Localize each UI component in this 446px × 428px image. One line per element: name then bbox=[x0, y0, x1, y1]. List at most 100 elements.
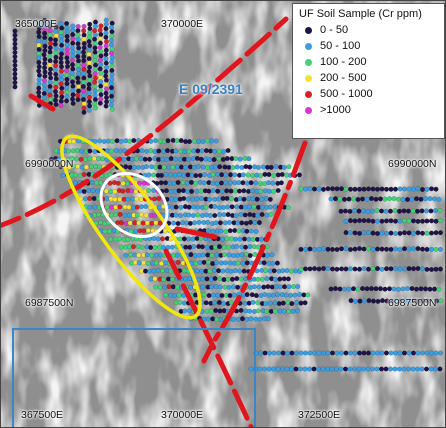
sample-point bbox=[109, 29, 115, 35]
sample-point bbox=[255, 308, 261, 314]
sample-point bbox=[241, 196, 247, 202]
legend-dot bbox=[305, 42, 312, 50]
sample-point bbox=[87, 94, 93, 100]
sample-point bbox=[36, 38, 42, 44]
sample-point bbox=[157, 252, 163, 258]
sample-point bbox=[176, 171, 182, 177]
sample-point bbox=[247, 244, 253, 250]
sample-point bbox=[205, 316, 211, 322]
sample-point bbox=[97, 27, 103, 33]
sample-point bbox=[375, 246, 381, 252]
sample-point bbox=[348, 350, 354, 356]
sample-point bbox=[433, 186, 439, 192]
sample-point bbox=[423, 196, 429, 202]
sample-point bbox=[236, 188, 242, 194]
sample-point bbox=[216, 244, 222, 250]
sample-point bbox=[96, 212, 102, 218]
sample-point bbox=[406, 218, 412, 224]
sample-point bbox=[53, 71, 59, 77]
sample-point bbox=[53, 84, 59, 90]
sample-point bbox=[195, 138, 201, 144]
sample-point bbox=[342, 286, 348, 292]
sample-point bbox=[203, 300, 209, 306]
sample-point bbox=[348, 298, 354, 304]
sample-point bbox=[41, 39, 47, 45]
sample-point bbox=[92, 66, 98, 72]
sample-point bbox=[190, 212, 196, 218]
sample-point bbox=[249, 173, 255, 179]
sample-point bbox=[92, 54, 98, 60]
sample-point bbox=[213, 308, 219, 314]
sample-point bbox=[98, 219, 104, 225]
sample-point bbox=[81, 92, 87, 98]
sample-point bbox=[42, 86, 48, 92]
sample-point bbox=[42, 60, 48, 66]
sample-point bbox=[98, 53, 104, 59]
sample-point bbox=[59, 42, 65, 48]
sample-point bbox=[81, 62, 87, 68]
sample-point bbox=[181, 195, 187, 201]
sample-point bbox=[273, 163, 279, 169]
sample-point bbox=[81, 109, 87, 115]
sample-point bbox=[160, 276, 166, 282]
sample-point bbox=[118, 148, 124, 154]
sample-point bbox=[210, 228, 216, 234]
sample-point bbox=[248, 316, 254, 322]
sample-point bbox=[64, 55, 70, 61]
sample-point bbox=[138, 204, 144, 210]
sample-point bbox=[148, 244, 154, 250]
sample-point bbox=[288, 268, 294, 274]
sample-point bbox=[303, 350, 309, 356]
sample-point bbox=[75, 97, 81, 103]
sample-point bbox=[286, 309, 292, 315]
sample-point bbox=[146, 172, 152, 178]
sample-point bbox=[113, 204, 119, 210]
sample-point bbox=[157, 284, 163, 290]
sample-point bbox=[246, 236, 252, 242]
sample-point bbox=[144, 252, 150, 258]
sample-point bbox=[156, 195, 162, 201]
sample-point bbox=[221, 244, 227, 250]
sample-point bbox=[420, 186, 426, 192]
sample-point bbox=[384, 266, 390, 272]
sample-point bbox=[211, 157, 217, 163]
sample-point bbox=[271, 172, 277, 178]
sample-point bbox=[343, 350, 349, 356]
sample-point bbox=[338, 208, 344, 214]
legend-label: 200 - 500 bbox=[320, 72, 367, 84]
sample-point bbox=[143, 203, 149, 209]
sample-point bbox=[53, 37, 59, 43]
sample-point bbox=[228, 172, 234, 178]
sample-point bbox=[87, 103, 93, 109]
sample-point bbox=[270, 292, 276, 298]
sample-point bbox=[298, 246, 304, 252]
sample-point bbox=[222, 220, 228, 226]
sample-point bbox=[125, 236, 131, 242]
sample-point bbox=[424, 230, 430, 236]
sample-point bbox=[103, 56, 109, 62]
sample-point bbox=[87, 26, 93, 32]
sample-point bbox=[162, 228, 168, 234]
sample-point bbox=[75, 58, 81, 64]
sample-point bbox=[138, 155, 144, 161]
sample-point bbox=[12, 80, 18, 86]
sample-point bbox=[379, 246, 385, 252]
sample-point bbox=[86, 86, 92, 92]
sample-point bbox=[427, 196, 433, 202]
sample-point bbox=[64, 72, 70, 78]
sample-point bbox=[12, 58, 18, 64]
sample-point bbox=[411, 350, 417, 356]
sample-point bbox=[112, 188, 118, 194]
sample-point bbox=[103, 47, 109, 53]
sample-point bbox=[58, 81, 64, 87]
sample-point bbox=[402, 246, 408, 252]
sample-point bbox=[216, 268, 222, 274]
sample-point bbox=[115, 180, 121, 186]
sample-point bbox=[117, 196, 123, 202]
sample-point bbox=[290, 308, 296, 314]
sample-point bbox=[113, 148, 119, 154]
sample-point bbox=[79, 164, 85, 170]
sample-point bbox=[178, 204, 184, 210]
sample-point bbox=[118, 138, 124, 144]
sample-point bbox=[175, 220, 181, 226]
